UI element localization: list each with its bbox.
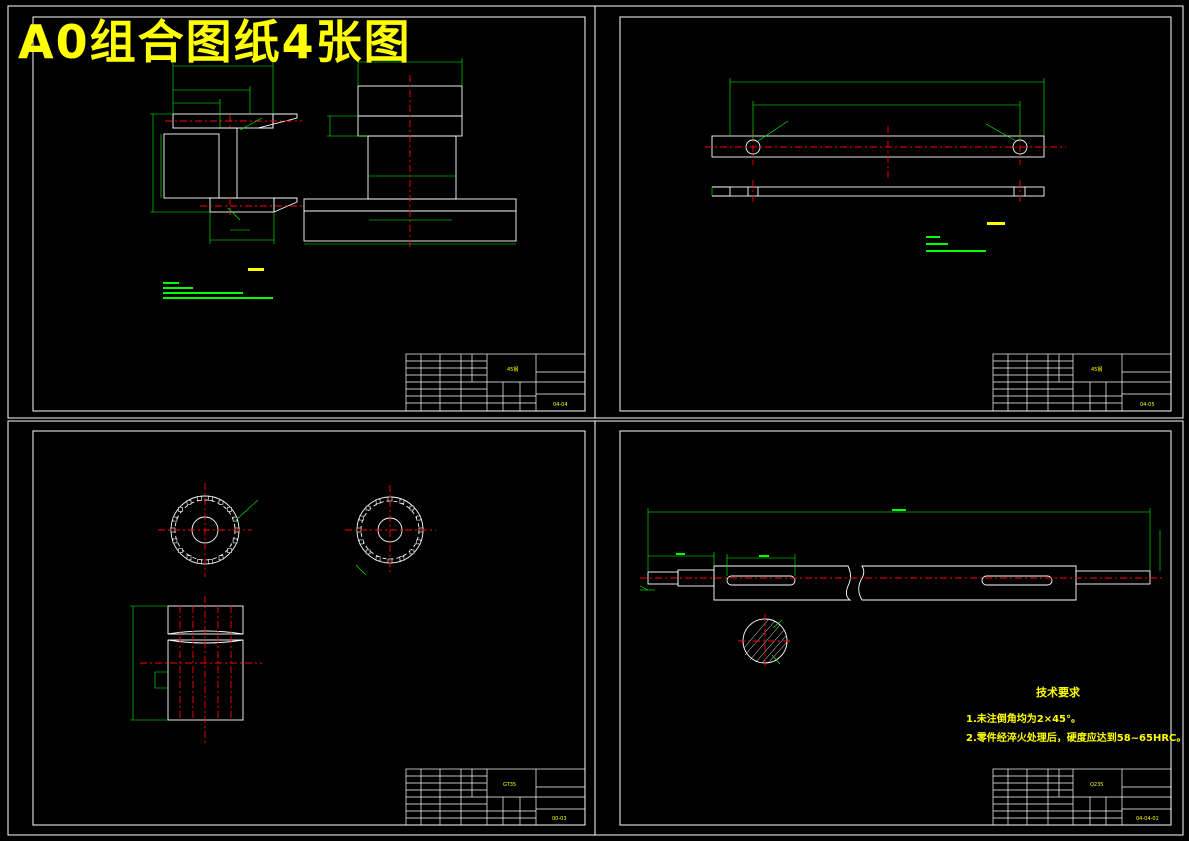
sprocket-tooth xyxy=(218,499,224,505)
sheet-2-outer-border xyxy=(594,5,1184,419)
drawing-set-banner: A0组合图纸4张图 xyxy=(18,15,412,69)
sprocket-tooth xyxy=(416,539,421,545)
sprocket-tooth xyxy=(172,516,178,522)
material-sheet-3: GT35 xyxy=(503,782,516,788)
drawing-number-sheet-4: 04-04-01 xyxy=(1136,816,1159,822)
title-block-sheet-4 xyxy=(992,768,1172,826)
sprocket-tooth xyxy=(186,499,192,505)
sprocket-tooth xyxy=(365,505,371,511)
sheet-3-outer-border xyxy=(7,420,596,836)
material-sheet-2: 45钢 xyxy=(1091,366,1102,373)
sprocket-tooth xyxy=(399,499,405,504)
sprocket-tooth xyxy=(178,548,183,553)
sprocket-tooth xyxy=(375,556,381,561)
sheet-2-inner-frame xyxy=(619,16,1172,412)
sprocket-tooth xyxy=(197,496,202,501)
sheet-4-shaft-drawing xyxy=(639,508,1165,668)
sprocket-tooth xyxy=(227,507,232,512)
sheet-1-bracket-drawing xyxy=(150,58,517,299)
sprocket-tooth xyxy=(172,538,178,544)
sprocket-tooth xyxy=(409,549,415,555)
sprocket-tooth xyxy=(232,516,238,522)
sprocket-tooth xyxy=(416,515,421,521)
sprocket-tooth xyxy=(399,556,405,561)
sprocket-tooth xyxy=(365,549,371,555)
sprocket-tooth xyxy=(186,555,192,561)
sprocket-tooth xyxy=(359,539,364,545)
sprocket-tooth xyxy=(218,555,224,561)
sheet-4-outer-border xyxy=(594,420,1184,836)
technical-requirement-2: 2.零件经淬火处理后，硬度应达到58~65HRC。 xyxy=(966,733,1187,744)
sprocket-tooth xyxy=(178,507,183,512)
title-block-text: 04-04 45钢 04-05 45钢 00-03 GT35 04-04-01 … xyxy=(503,366,1159,822)
sheet-3-sprocket-drawing xyxy=(130,483,436,745)
sprocket-tooth xyxy=(227,548,232,553)
sprocket-tooth xyxy=(208,496,213,501)
title-block-sheet-3 xyxy=(405,768,586,826)
sprocket-tooth xyxy=(359,515,364,521)
sprocket-tooth xyxy=(375,499,381,504)
material-sheet-4: Q235 xyxy=(1090,782,1103,788)
technical-requirement-1: 1.未注倒角均为2×45°。 xyxy=(966,714,1082,725)
sprocket-tooth xyxy=(409,505,415,511)
sheet-2-link-plate-drawing xyxy=(705,78,1066,252)
sheet-borders xyxy=(7,5,1184,836)
sprocket-tooth xyxy=(208,559,213,564)
sprocket-tooth xyxy=(232,538,238,544)
section-hatch xyxy=(743,619,788,664)
sheet-3-inner-frame xyxy=(32,430,586,826)
technical-requirements-title: 技术要求 xyxy=(1036,686,1080,699)
material-sheet-1: 45钢 xyxy=(507,366,518,373)
drawing-number-sheet-1: 04-04 xyxy=(553,402,568,408)
sheet-1-inner-frame xyxy=(32,16,586,412)
title-block-sheet-2 xyxy=(992,353,1172,412)
title-block-sheet-1 xyxy=(405,353,586,412)
drawing-number-sheet-3: 00-03 xyxy=(552,816,567,822)
drawing-number-sheet-2: 04-05 xyxy=(1140,402,1155,408)
sheet-4-inner-frame xyxy=(619,430,1172,826)
sprocket-tooth xyxy=(197,559,202,564)
